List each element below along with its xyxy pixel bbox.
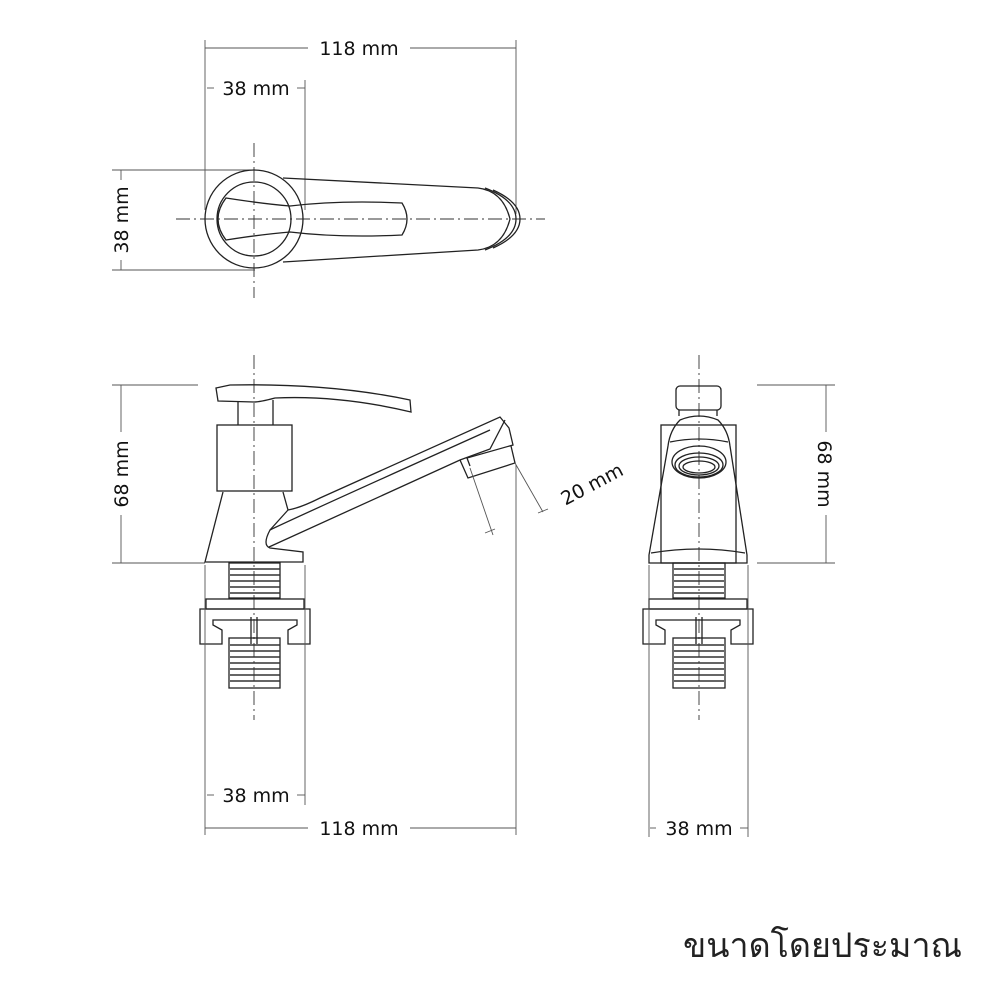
top-handle-offset-label: 38 mm bbox=[222, 78, 289, 100]
front-base-width-label: 38 mm bbox=[665, 818, 732, 840]
top-base-diameter-label: 38 mm bbox=[111, 186, 133, 253]
top-overall-length-label: 118 mm bbox=[319, 38, 398, 60]
front-view bbox=[642, 355, 835, 837]
lower-threads bbox=[230, 644, 280, 682]
front-lower-threads bbox=[674, 644, 724, 682]
side-height-label: 68 mm bbox=[111, 440, 133, 507]
side-view bbox=[112, 355, 549, 835]
side-overall-length-label: 118 mm bbox=[319, 818, 398, 840]
front-height-label: 68 mm bbox=[813, 440, 835, 507]
spout-outlet-label: 20 mm bbox=[557, 459, 627, 510]
side-base-width-label: 38 mm bbox=[222, 785, 289, 807]
approximate-size-caption: ขนาดโดยประมาณ bbox=[683, 926, 963, 966]
front-upper-threads bbox=[674, 568, 724, 594]
top-view bbox=[112, 40, 545, 298]
upper-threads bbox=[230, 568, 280, 594]
